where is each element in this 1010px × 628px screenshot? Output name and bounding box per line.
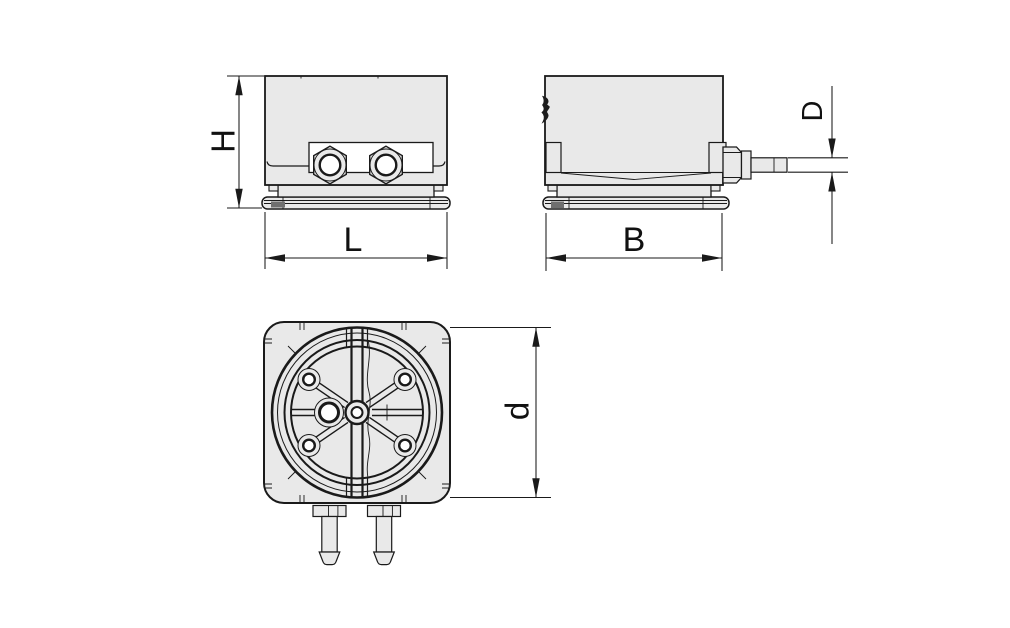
bottom-hose-barb-left	[312, 504, 347, 566]
front-view: H L	[205, 75, 451, 269]
arrow-right	[702, 254, 722, 262]
suction-plate-rings	[270, 326, 444, 499]
vacuum-port	[314, 397, 344, 428]
label-D: D	[797, 101, 829, 122]
side-flange	[547, 184, 721, 198]
front-hex-fitting-right	[369, 145, 403, 185]
arrow-left	[546, 254, 566, 262]
front-hex-fitting-left	[313, 145, 347, 185]
label-B: B	[623, 221, 646, 259]
arrow-down	[235, 188, 243, 208]
dimension-D: D	[788, 86, 848, 244]
front-flange	[268, 184, 444, 198]
arrow-up	[828, 172, 836, 192]
mounting-hole	[393, 434, 417, 457]
mounting-hole	[297, 434, 321, 457]
side-hose-barb	[750, 157, 788, 173]
arrow-left	[265, 254, 285, 262]
label-H: H	[205, 129, 242, 153]
arrow-up	[235, 76, 243, 96]
side-base-plate	[542, 196, 730, 210]
dimension-d: d	[450, 326, 551, 499]
mounting-hole	[393, 368, 417, 391]
bottom-corner-ticks	[287, 345, 427, 480]
side-hose-connector	[722, 146, 788, 184]
dimension-B: B	[545, 213, 723, 271]
side-corner-tab-left	[545, 141, 562, 174]
label-L: L	[344, 221, 363, 259]
side-view: B D	[541, 75, 848, 271]
bottom-hose-barb-right	[366, 504, 402, 566]
arrow-down	[828, 138, 836, 158]
arrow-up	[532, 327, 540, 347]
center-hub	[344, 399, 370, 426]
label-d: d	[499, 402, 536, 420]
dimension-H: H	[205, 75, 264, 209]
bottom-view: d	[263, 321, 551, 566]
bottom-edge-notches	[264, 322, 450, 503]
side-edge-mark	[541, 95, 550, 124]
dimension-L: L	[264, 212, 448, 269]
arrow-down	[532, 478, 540, 498]
side-body-block	[541, 75, 727, 186]
front-base-plate	[261, 196, 451, 210]
mounting-holes	[297, 368, 417, 457]
mounting-hole	[297, 368, 321, 391]
arrow-right	[427, 254, 447, 262]
front-body-block	[264, 75, 448, 186]
